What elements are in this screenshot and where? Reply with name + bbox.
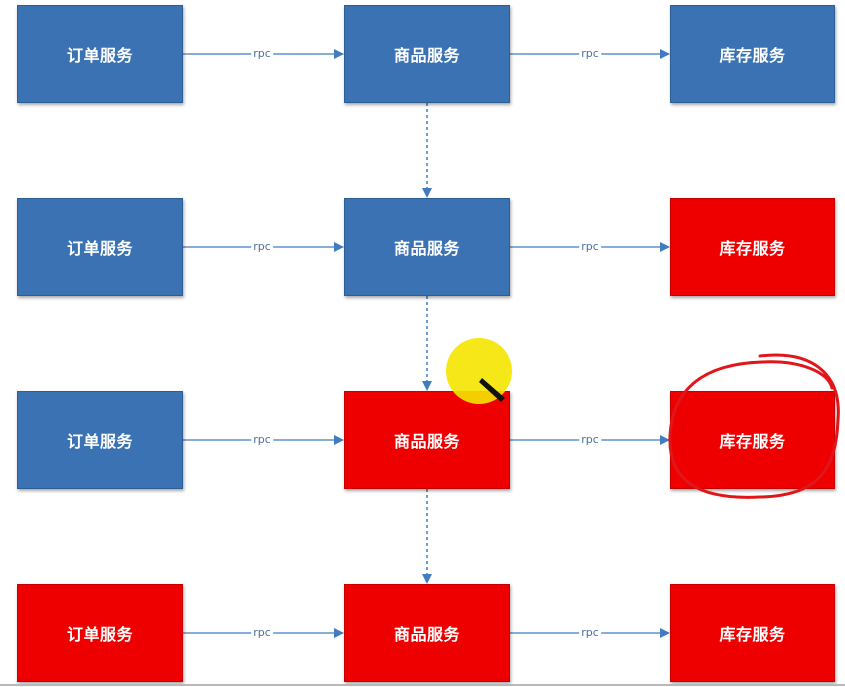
inventory-service-node: 库存服务 (670, 584, 835, 682)
rpc-edge-label: rpc (579, 626, 601, 639)
order-service-node: 订单服务 (17, 198, 183, 296)
product-service-node: 商品服务 (344, 391, 510, 489)
rpc-edge-label: rpc (251, 47, 273, 60)
window-bottom-edge (0, 684, 845, 686)
product-service-node: 商品服务 (344, 5, 510, 103)
product-service-node: 商品服务 (344, 198, 510, 296)
order-service-node: 订单服务 (17, 391, 183, 489)
rpc-edge-label: rpc (251, 240, 273, 253)
inventory-service-node: 库存服务 (670, 5, 835, 103)
order-service-node: 订单服务 (17, 5, 183, 103)
order-service-node: 订单服务 (17, 584, 183, 682)
product-service-node: 商品服务 (344, 584, 510, 682)
rpc-edge-label: rpc (251, 626, 273, 639)
inventory-service-node: 库存服务 (670, 391, 835, 489)
inventory-service-node: 库存服务 (670, 198, 835, 296)
rpc-edge-label: rpc (579, 433, 601, 446)
rpc-edge-label: rpc (579, 47, 601, 60)
rpc-edge-label: rpc (251, 433, 273, 446)
rpc-edge-label: rpc (579, 240, 601, 253)
